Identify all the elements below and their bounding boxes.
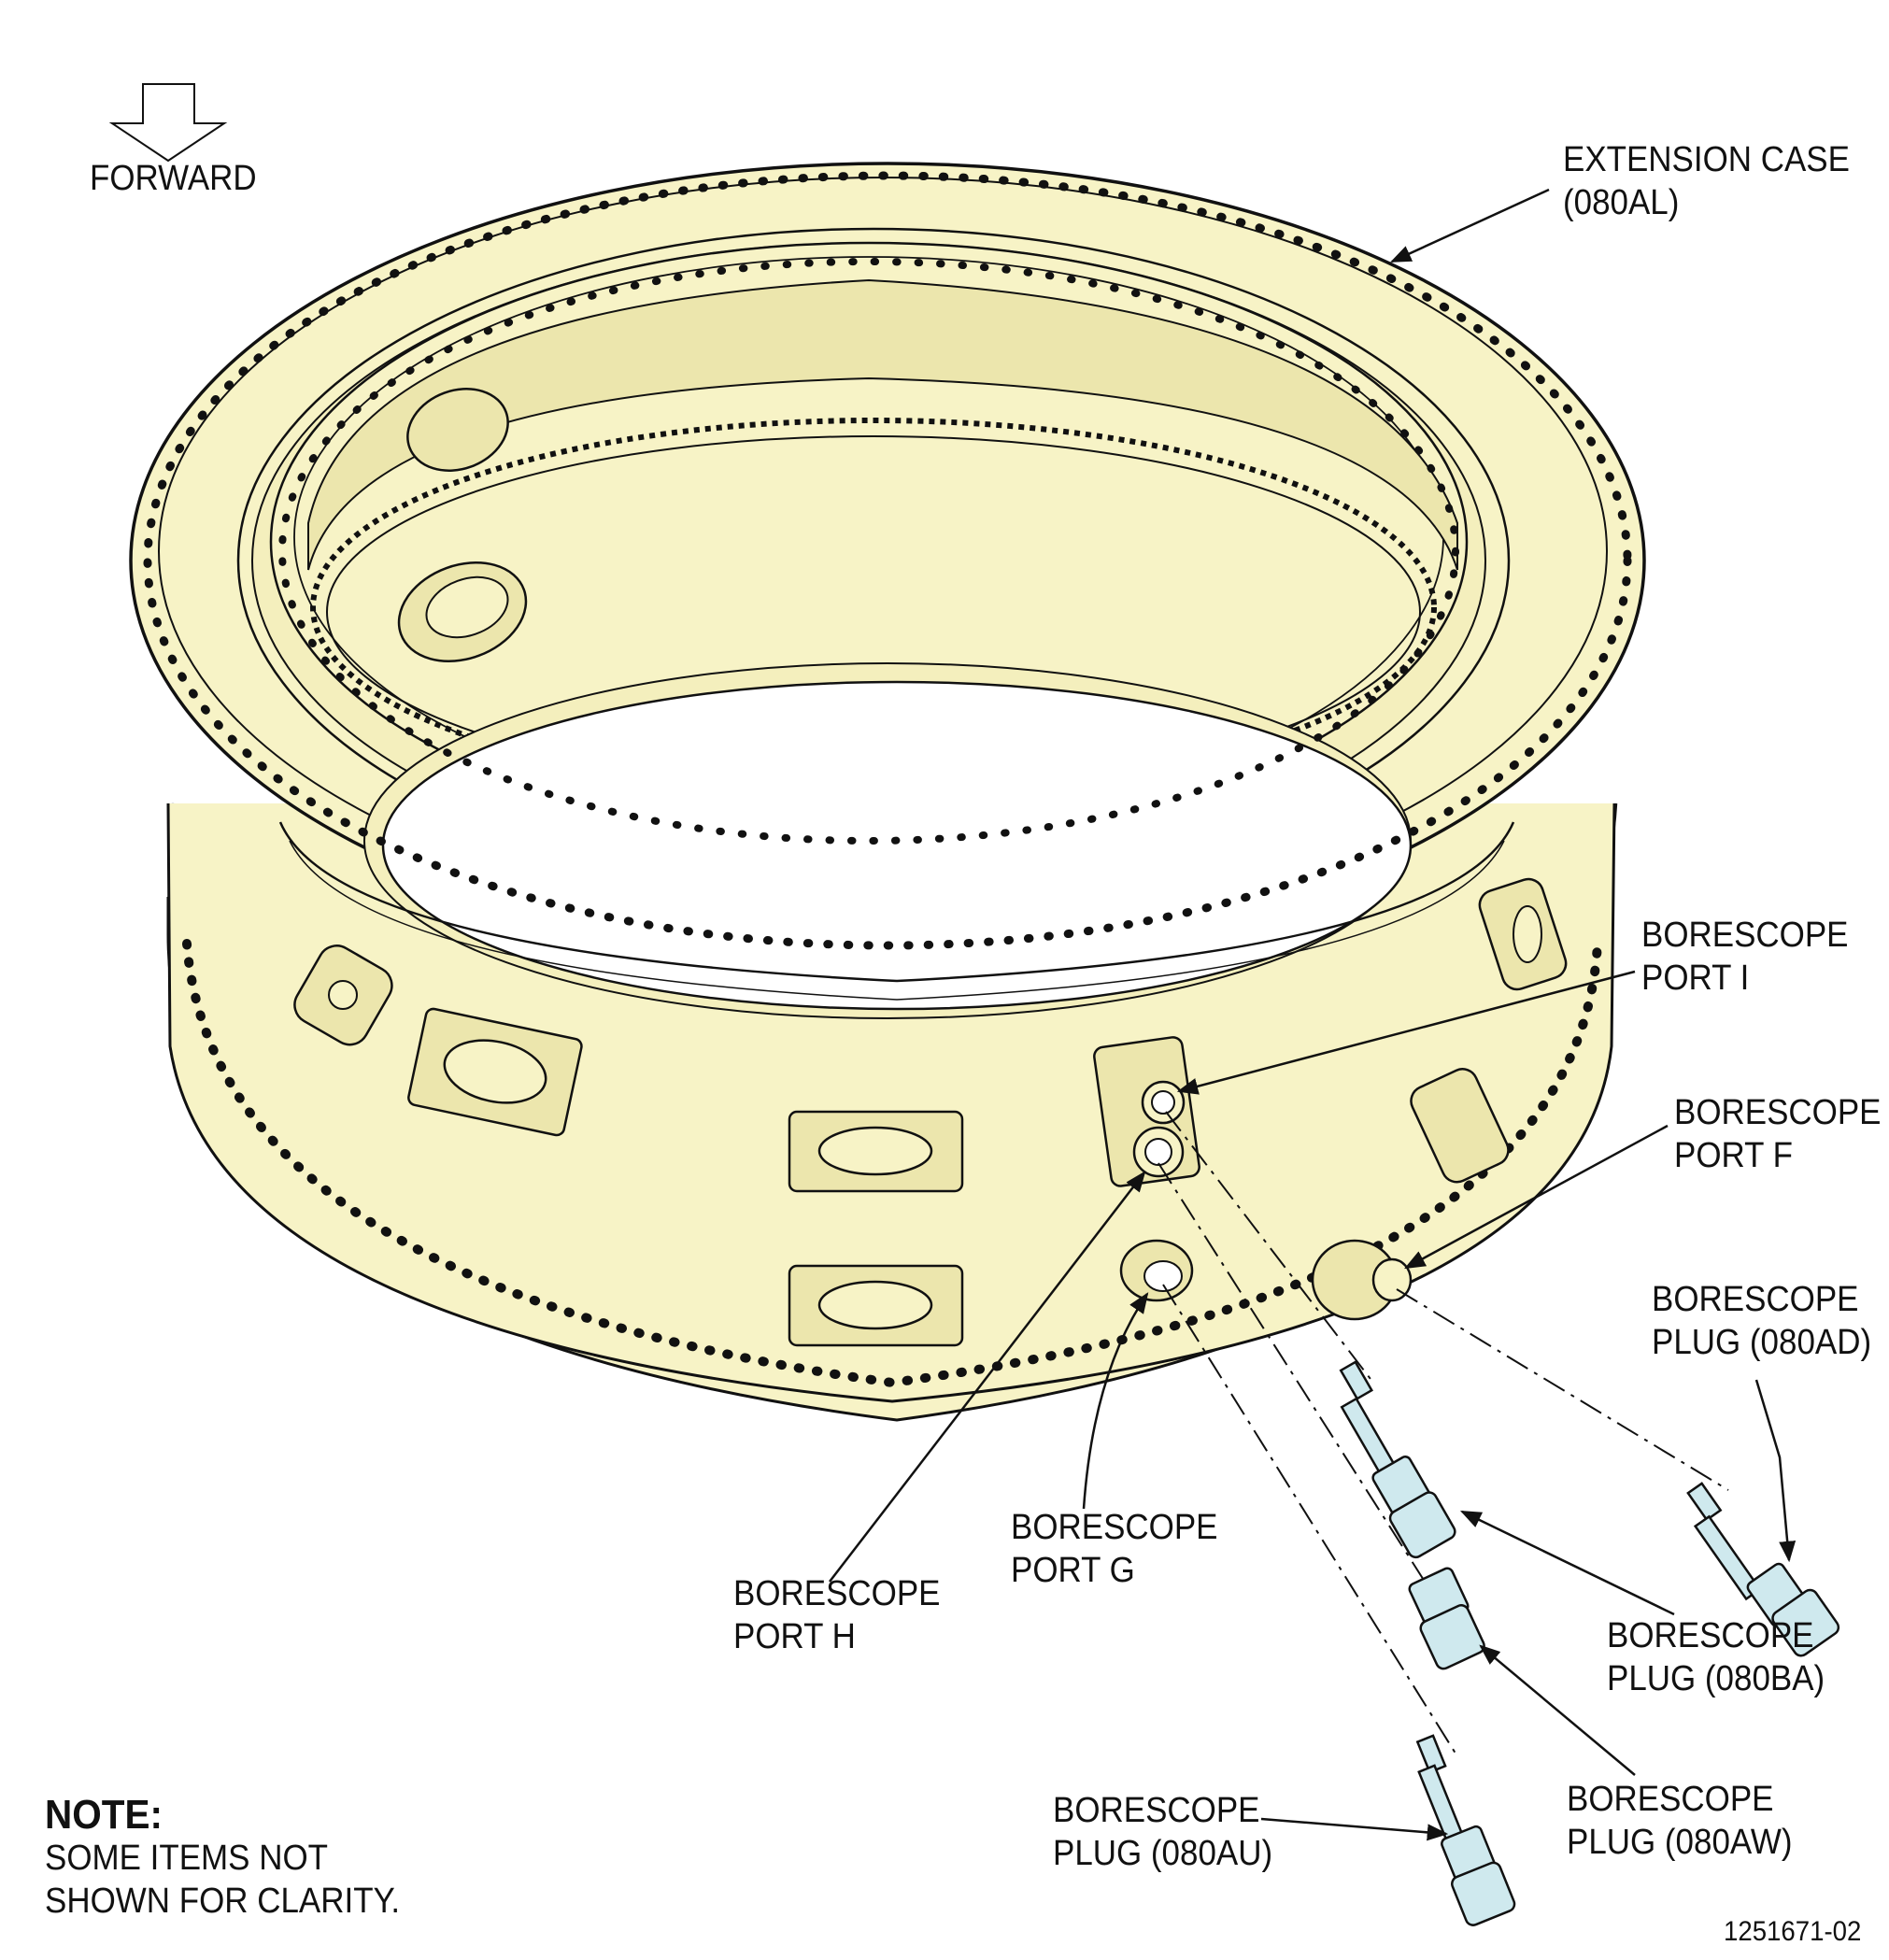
note-line: SHOWN FOR CLARITY. — [45, 1882, 401, 1921]
extension-case — [129, 162, 1646, 1422]
label-borescope-plug-080ba: BORESCOPE PLUG (080BA) — [1607, 1614, 1825, 1700]
leader-plug-080ad — [1754, 1379, 1797, 1563]
label-line: BORESCOPE — [1567, 1780, 1774, 1819]
note-title: NOTE: — [45, 1792, 163, 1838]
label-line: PLUG (080AD) — [1652, 1323, 1872, 1362]
mounting-pad — [1410, 1068, 1510, 1184]
label-line: PLUG (080BA) — [1607, 1659, 1825, 1698]
label-line: EXTENSION CASE — [1563, 140, 1850, 179]
label-line: PLUG (080AU) — [1053, 1834, 1273, 1873]
mounting-pad — [293, 944, 393, 1046]
leader-port-f — [1404, 1124, 1669, 1270]
label-line: BORESCOPE — [733, 1574, 941, 1613]
label-line: BORESCOPE — [1674, 1093, 1882, 1132]
leader-extension-case — [1389, 188, 1550, 263]
borescope-port-g-boss — [1119, 1239, 1194, 1302]
borescope-port-boss — [1093, 1036, 1200, 1187]
mounting-pad — [407, 1007, 583, 1137]
label-borescope-port-g: BORESCOPE PORT G — [1011, 1506, 1217, 1592]
leader-port-i — [1176, 970, 1636, 1095]
forward-label: FORWARD — [90, 159, 257, 198]
label-borescope-port-h: BORESCOPE PORT H — [733, 1572, 940, 1658]
note-block: NOTE: SOME ITEMS NOT SHOWN FOR CLARITY. — [45, 1794, 400, 1923]
label-line: PORT F — [1674, 1136, 1793, 1175]
label-line: BORESCOPE — [1641, 916, 1849, 955]
figure-number: 1251671-02 — [1724, 1916, 1862, 1947]
leader-plug-080au — [1260, 1817, 1449, 1841]
label-extension-case: EXTENSION CASE (080AL) — [1563, 138, 1850, 224]
borescope-port-f-boss — [1311, 1239, 1413, 1321]
label-borescope-port-i: BORESCOPE PORT I — [1641, 914, 1848, 1000]
leader-port-g — [1082, 1292, 1149, 1510]
borescope-plug-080aw — [1408, 1567, 1485, 1670]
forward-arrow-icon — [108, 83, 228, 163]
leader-plug-080ba — [1459, 1510, 1675, 1616]
label-line: BORESCOPE — [1053, 1791, 1260, 1830]
note-line: SOME ITEMS NOT — [45, 1839, 329, 1878]
label-borescope-plug-080aw: BORESCOPE PLUG (080AW) — [1567, 1778, 1793, 1864]
label-line: PORT I — [1641, 959, 1750, 998]
installation-lines — [1158, 1111, 1729, 1757]
mounting-pad — [1478, 877, 1568, 991]
mounting-pad — [788, 1264, 964, 1347]
label-line: BORESCOPE — [1607, 1616, 1814, 1655]
mounting-pad — [788, 1110, 964, 1193]
label-borescope-plug-080ad: BORESCOPE PLUG (080AD) — [1652, 1278, 1871, 1364]
label-line: PORT G — [1011, 1551, 1135, 1590]
label-borescope-port-f: BORESCOPE PORT F — [1674, 1091, 1881, 1177]
borescope-plug-080ba — [1339, 1360, 1456, 1559]
label-line: PORT H — [733, 1617, 856, 1656]
leader-plug-080aw — [1479, 1644, 1636, 1776]
leader-port-h — [829, 1171, 1146, 1583]
borescope-plug-080ad — [1686, 1482, 1840, 1657]
label-line: PLUG (080AW) — [1567, 1823, 1793, 1862]
label-line: BORESCOPE — [1011, 1508, 1218, 1547]
label-line: (080AL) — [1563, 183, 1680, 222]
label-line: BORESCOPE — [1652, 1280, 1859, 1319]
label-borescope-plug-080au: BORESCOPE PLUG (080AU) — [1053, 1789, 1272, 1875]
borescope-plug-080au — [1415, 1734, 1516, 1926]
